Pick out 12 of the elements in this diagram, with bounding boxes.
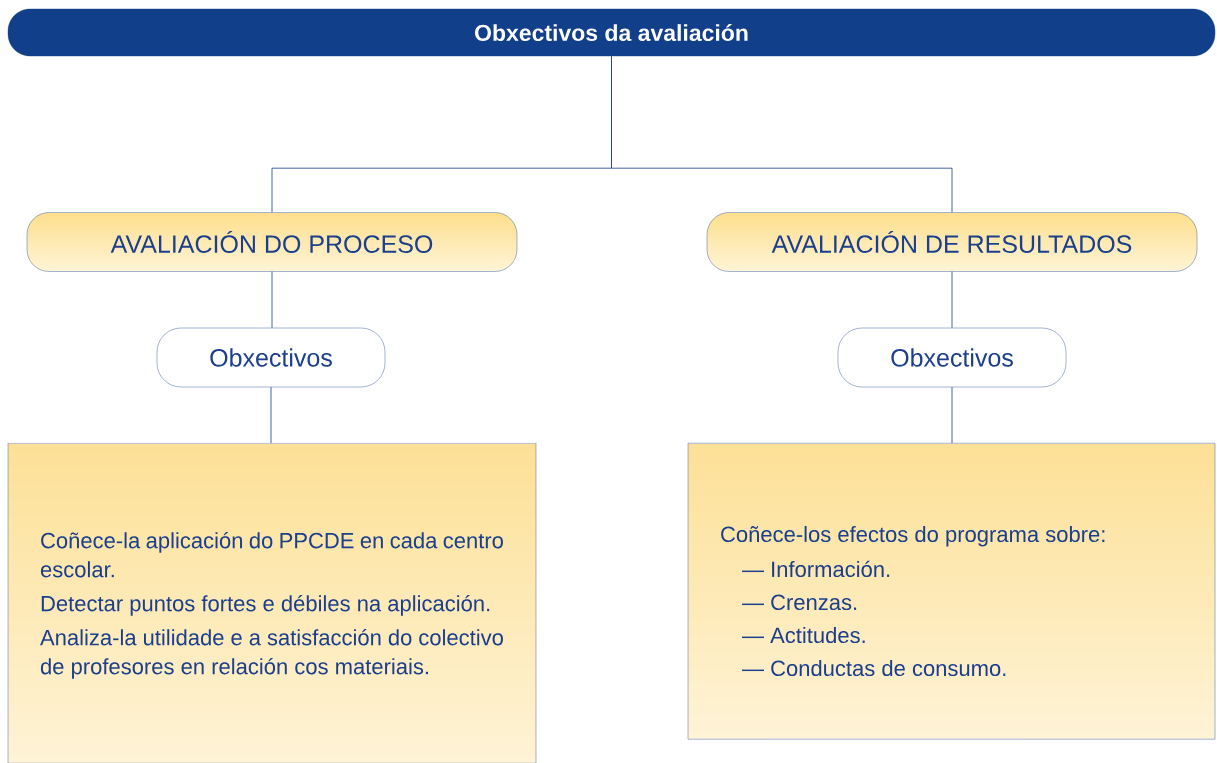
objectives-box: Obxectivos: [156, 327, 386, 388]
connector-line: [270, 386, 272, 444]
connector-line: [951, 386, 953, 444]
connector-line: [951, 271, 953, 329]
category-box: AVALIACIÓN DO PROCESO: [26, 212, 518, 272]
connector-line: [611, 55, 953, 213]
connector-line: [271, 271, 273, 329]
objectives-box: Obxectivos: [837, 327, 1067, 388]
objectives-panel: Coñece-la aplicación do PPCDE en cada centro escolar. Detectar puntos fortes e débiles na aplicación. Analiza-la utilidade e a satisfacción do colectivo de profesores en relación cos materiais.: [7, 443, 537, 763]
objectives-panel: Coñece-los efectos do programa sobre: — Información. — Crenzas. — Actitudes. — Conductas de consumo.: [687, 443, 1216, 740]
title-bar: Obxectivos da avaliación: [7, 8, 1216, 57]
category-box: AVALIACIÓN DE RESULTADOS: [706, 212, 1198, 272]
